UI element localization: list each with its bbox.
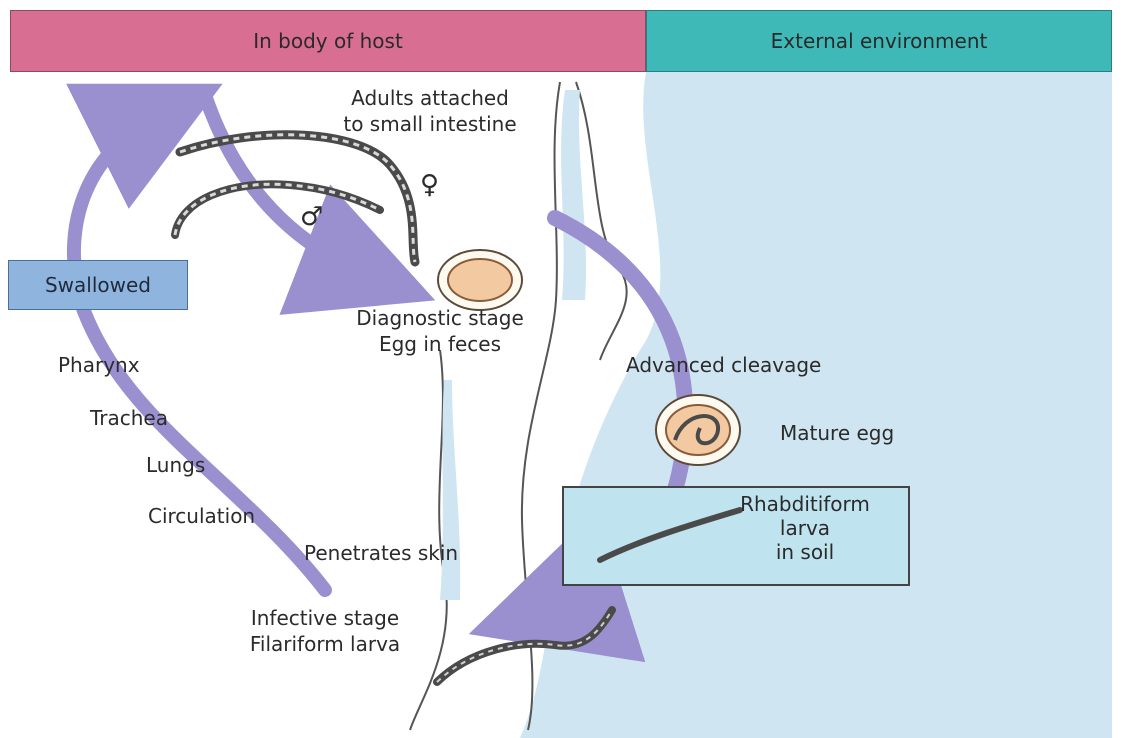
label-penetrates-skin: Penetrates skin (304, 540, 458, 566)
label-diagnostic-line1: Diagnostic stage (320, 305, 560, 331)
label-diagnostic: Diagnostic stage Egg in feces (320, 305, 560, 357)
label-rhabditiform: Rhabditiform larva in soil (700, 492, 910, 564)
swallowed-label: Swallowed (45, 273, 151, 297)
label-infective: Infective stage Filariform larva (210, 605, 440, 657)
label-rhabditiform-line1: Rhabditiform (700, 492, 910, 516)
header-in-body-of-host: In body of host (10, 10, 646, 72)
label-infective-line2: Filariform larva (210, 631, 440, 657)
label-adults: Adults attached to small intestine (300, 85, 560, 137)
header-external-environment: External environment (646, 10, 1112, 72)
male-symbol: ♂ (300, 204, 323, 230)
label-rhabditiform-line3: in soil (700, 540, 910, 564)
leg-shading (561, 90, 586, 300)
label-mature-egg: Mature egg (780, 420, 894, 446)
label-adults-line2: to small intestine (300, 111, 560, 137)
external-environment-area (520, 72, 1112, 738)
label-rhabditiform-line2: larva (700, 516, 910, 540)
label-advanced-cleavage: Advanced cleavage (626, 352, 821, 378)
foot-shading (440, 380, 460, 600)
header-environment-label: External environment (771, 29, 988, 53)
label-pharynx: Pharynx (58, 352, 140, 378)
swallowed-box: Swallowed (8, 260, 188, 310)
label-trachea: Trachea (90, 405, 168, 431)
female-worm (180, 135, 415, 262)
label-lungs: Lungs (146, 452, 205, 478)
label-diagnostic-line2: Egg in feces (320, 331, 560, 357)
label-adults-line1: Adults attached (300, 85, 560, 111)
header-host-label: In body of host (253, 29, 403, 53)
label-circulation: Circulation (148, 503, 255, 529)
diagnostic-egg-cells (448, 259, 512, 301)
female-symbol: ♀ (420, 172, 439, 198)
label-infective-line1: Infective stage (210, 605, 440, 631)
